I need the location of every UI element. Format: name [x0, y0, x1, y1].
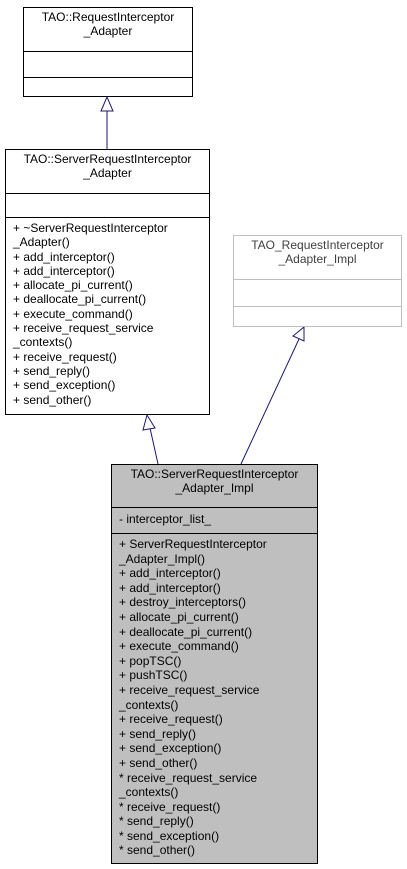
class-server-request-interceptor-adapter-impl[interactable]: TAO::ServerRequestInterceptor _Adapter_I… [111, 464, 318, 864]
class-tao-request-interceptor-adapter-impl[interactable]: TAO_RequestInterceptor _Adapter_Impl [233, 235, 402, 327]
attribute: - interceptor_list_ [119, 512, 212, 526]
operation: + receive_request_service _contexts() [119, 682, 260, 712]
operations-compartment [234, 306, 401, 328]
operation: + send_reply() [119, 726, 197, 741]
operation: + ServerRequestInterceptor _Adapter_Impl… [119, 537, 267, 566]
attributes-compartment [234, 279, 401, 306]
operation: + send_reply() [13, 363, 91, 378]
inheritance-arrowhead [142, 413, 156, 431]
attributes-list: - interceptor_list_ [112, 508, 317, 526]
operation: * send_reply() [119, 814, 194, 829]
operation: * send_exception() [119, 828, 220, 843]
class-server-request-interceptor-adapter[interactable]: TAO::ServerRequestInterceptor _Adapter +… [5, 149, 210, 415]
operations-list: + ~ServerRequestInterceptor _Adapter() +… [6, 218, 209, 407]
inheritance-arrowhead [292, 325, 305, 342]
operation: * receive_request() [119, 799, 221, 814]
operation: + ~ServerRequestInterceptor _Adapter() [13, 221, 168, 250]
inheritance-arrowhead [100, 95, 114, 112]
class-name: TAO_RequestInterceptor _Adapter_Impl [251, 238, 384, 266]
operation: + send_other() [13, 392, 92, 407]
attributes-compartment [6, 193, 209, 217]
operation: + send_exception() [13, 378, 116, 393]
edge-impl-to-tao-impl [240, 338, 300, 465]
operation: * send_other() [119, 843, 196, 858]
class-name: TAO::ServerRequestInterceptor _Adapter [23, 152, 192, 180]
operation: + deallocate_pi_current() [13, 292, 147, 307]
operation: + receive_request() [119, 712, 223, 727]
operation: + allocate_pi_current() [13, 278, 133, 293]
operation: + deallocate_pi_current() [119, 624, 253, 639]
attributes-compartment: - interceptor_list_ [112, 507, 317, 533]
operation: + destroy_interceptors() [119, 595, 247, 610]
operation: + pushTSC() [119, 668, 188, 683]
operations-compartment [24, 77, 192, 98]
operation: + add_interceptor() [119, 580, 221, 595]
operation: + add_interceptor() [119, 566, 221, 581]
operation: + receive_request_service _contexts() [13, 321, 154, 350]
operations-compartment: + ~ServerRequestInterceptor _Adapter() +… [6, 217, 209, 414]
operations-list: + ServerRequestInterceptor _Adapter_Impl… [112, 534, 317, 858]
operation: + add_interceptor() [13, 249, 115, 264]
operation: + add_interceptor() [13, 263, 115, 278]
operation: + receive_request() [13, 349, 117, 364]
operation: + execute_command() [119, 639, 239, 654]
operation: + allocate_pi_current() [119, 609, 239, 624]
class-name: TAO::ServerRequestInterceptor _Adapter_I… [130, 467, 299, 495]
edge-impl-to-server-adapter [149, 427, 159, 465]
attributes-compartment [24, 51, 192, 77]
operation: + send_exception() [119, 741, 222, 756]
operation: + send_other() [119, 755, 198, 770]
operation: + popTSC() [119, 653, 182, 668]
class-request-interceptor-adapter[interactable]: TAO::RequestInterceptor _Adapter [23, 7, 193, 97]
class-name: TAO::RequestInterceptor _Adapter [41, 10, 175, 38]
operation: + execute_command() [13, 306, 133, 321]
operation: * receive_request_service _contexts() [119, 770, 258, 800]
operations-compartment: + ServerRequestInterceptor _Adapter_Impl… [112, 533, 317, 863]
